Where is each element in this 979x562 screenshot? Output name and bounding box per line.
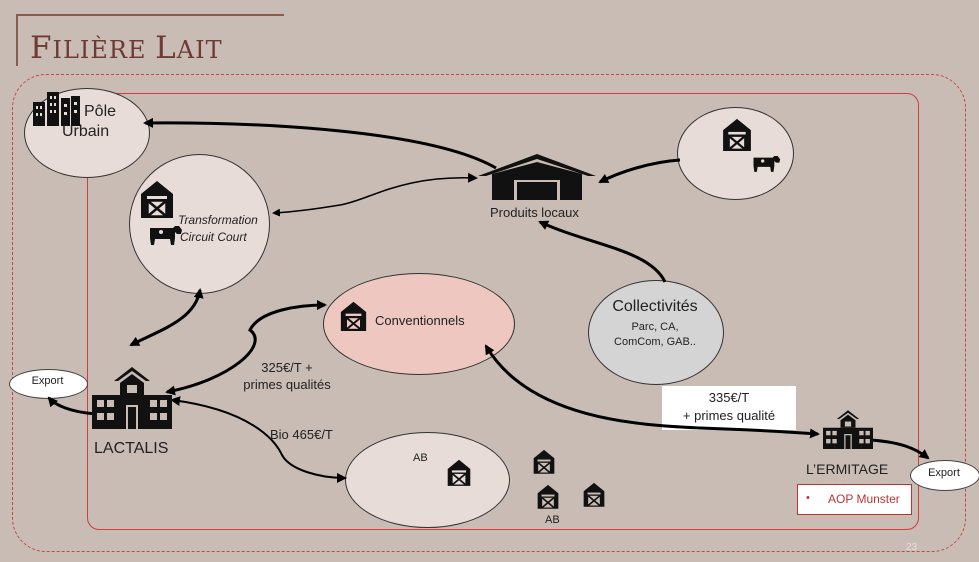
factory-icon (823, 410, 873, 449)
warehouse-icon (478, 154, 596, 200)
collectivites-line-1: Parc, CA, (631, 321, 679, 333)
title-part-1: ILIÈRE (52, 36, 156, 64)
barn-icon (537, 484, 559, 509)
cow-icon (150, 226, 182, 245)
arrow-transformation-lactalis (129, 288, 204, 347)
barn-icon (340, 301, 367, 331)
ab-node (345, 432, 510, 528)
ermitage-price-1: 335€/T (708, 390, 750, 405)
export-left-node (9, 369, 88, 399)
barn-icon (141, 181, 173, 218)
ermitage-label: L’ERMITAGE (806, 461, 889, 477)
title-rule-vertical (16, 14, 18, 66)
lactalis-label: LACTALIS (94, 440, 169, 457)
arrow-lactalis-conventionnels (165, 300, 327, 396)
barn-icon (583, 482, 605, 507)
export-right-label: Export (928, 467, 960, 479)
slide-title: FILIÈRE LAIT (30, 30, 223, 66)
collectivites-title: Collectivités (612, 298, 698, 315)
lactalis-conventionnels-price-1: 325€/T + (261, 360, 313, 375)
aop-munster-box: • AOP Munster (797, 484, 912, 515)
arrow-producer-to-produits (598, 158, 681, 184)
transformation-node (129, 154, 270, 294)
lactalis-conventionnels-price-2: primes qualités (243, 377, 331, 392)
barn-icon (723, 118, 751, 151)
transformation-label-1: Transformation (178, 213, 258, 227)
pole-urbain-label-1: Pôle (84, 103, 117, 120)
factory-icon (92, 367, 172, 429)
export-right-node (910, 460, 979, 491)
lactalis-bio-price: Bio 465€/T (270, 427, 333, 442)
conventionnels-label: Conventionnels (375, 313, 465, 328)
cow-icon (753, 156, 781, 172)
arrow-conventionnels-ermitage (484, 344, 820, 439)
title-part-2: AIT (176, 36, 223, 64)
arrow-produits-transformation (272, 172, 478, 217)
produits-locaux-label: Produits locaux (490, 205, 579, 220)
aop-bullet: • (806, 492, 810, 504)
territory-solid-frame (87, 93, 919, 530)
barn-icon (447, 459, 471, 486)
arrow-lactalis-export (47, 396, 97, 416)
ermitage-price-2: + primes qualité (682, 408, 776, 423)
arrow-produits-to-pole (143, 117, 497, 170)
pole-urbain-label-2: Urbain (62, 123, 110, 140)
collectivites-line-2: ComCom, GAB.. (614, 336, 696, 348)
transformation-label-2: Circuit Court (180, 230, 247, 244)
ab-cluster-label: AB (545, 514, 560, 526)
arrow-collectivites-to-produits (538, 220, 667, 283)
title-letter-f: F (30, 30, 53, 66)
page-number: 23 (906, 542, 918, 553)
ab-node-label: AB (413, 452, 428, 464)
title-rule (16, 14, 284, 16)
arrow-ermitage-export (869, 438, 930, 460)
territory-dashed-frame (12, 74, 966, 552)
title-letter-l: L (155, 30, 177, 66)
export-left-label: Export (31, 375, 64, 387)
buildings-icon (33, 92, 80, 126)
barn-icon (533, 449, 555, 474)
arrow-lactalis-ab (170, 396, 347, 483)
aop-label: AOP Munster (828, 492, 900, 506)
